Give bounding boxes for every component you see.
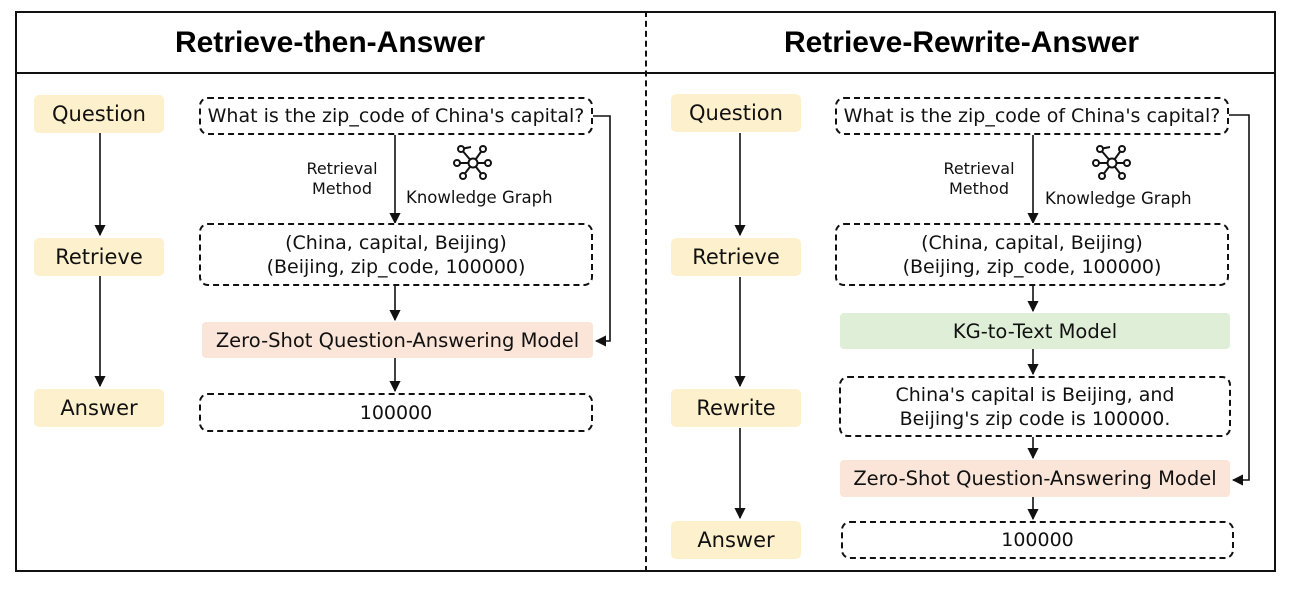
left-qa-model: Zero-Shot Question-Answering Model [202,322,593,358]
right-answer-box: 100000 [841,521,1234,559]
left-question-box: What is the zip_code of China's capital? [199,97,593,135]
right-question-box: What is the zip_code of China's capital? [835,97,1229,135]
right-stage-question: Question [671,94,801,132]
right-triple-2: (Beijing, zip_code, 100000) [902,255,1162,278]
right-knowledge-graph-icon [1092,145,1131,180]
right-qa-model: Zero-Shot Question-Answering Model [840,460,1230,497]
left-retrieval-label-line2: Method [311,179,372,198]
left-answer-box: 100000 [199,393,593,432]
right-arrow-question-to-qa [1229,114,1250,486]
right-retrieval-label-line1: Retrieval [943,159,1015,178]
left-panel-title: Retrieve-then-Answer [174,26,486,59]
right-stage-retrieve: Retrieve [671,238,801,276]
left-stage-retrieve: Retrieve [34,238,164,276]
left-triple-2: (Beijing, zip_code, 100000) [266,255,526,278]
right-stage-rewrite: Rewrite [671,389,801,427]
right-rewrite-box: China's capital is Beijing, and Beijing'… [839,376,1231,437]
right-answer-text: 100000 [1001,529,1074,551]
left-triples-box: (China, capital, Beijing) (Beijing, zip_… [199,223,593,286]
left-answer-text: 100000 [359,401,433,424]
left-knowledge-graph-label: Knowledge Graph [406,188,553,207]
right-retrieval-label-line2: Method [948,179,1009,198]
right-triple-1: (China, capital, Beijing) [921,231,1143,254]
left-retrieval-method-label: Retrieval Method [292,159,392,199]
right-question-text: What is the zip_code of China's capital? [843,105,1221,127]
left-stage-answer: Answer [34,389,164,427]
right-rewrite-line-2: Beijing's zip code is 100000. [899,407,1171,430]
right-stage-answer: Answer [671,521,801,559]
right-panel-title: Retrieve-Rewrite-Answer [783,26,1140,59]
left-knowledge-graph-icon [453,145,492,180]
right-kg-to-text-model: KG-to-Text Model [840,313,1230,349]
left-triple-1: (China, capital, Beijing) [285,231,507,254]
left-stage-question: Question [34,95,164,133]
panel-divider [645,11,647,572]
right-knowledge-graph-label: Knowledge Graph [1045,189,1192,208]
right-retrieval-method-label: Retrieval Method [929,159,1029,199]
right-rewrite-line-1: China's capital is Beijing, and [895,383,1175,406]
left-arrow-question-to-qa [593,115,611,347]
left-retrieval-label-line1: Retrieval [306,159,378,178]
left-question-text: What is the zip_code of China's capital? [207,105,585,127]
right-triples-box: (China, capital, Beijing) (Beijing, zip_… [835,223,1229,286]
